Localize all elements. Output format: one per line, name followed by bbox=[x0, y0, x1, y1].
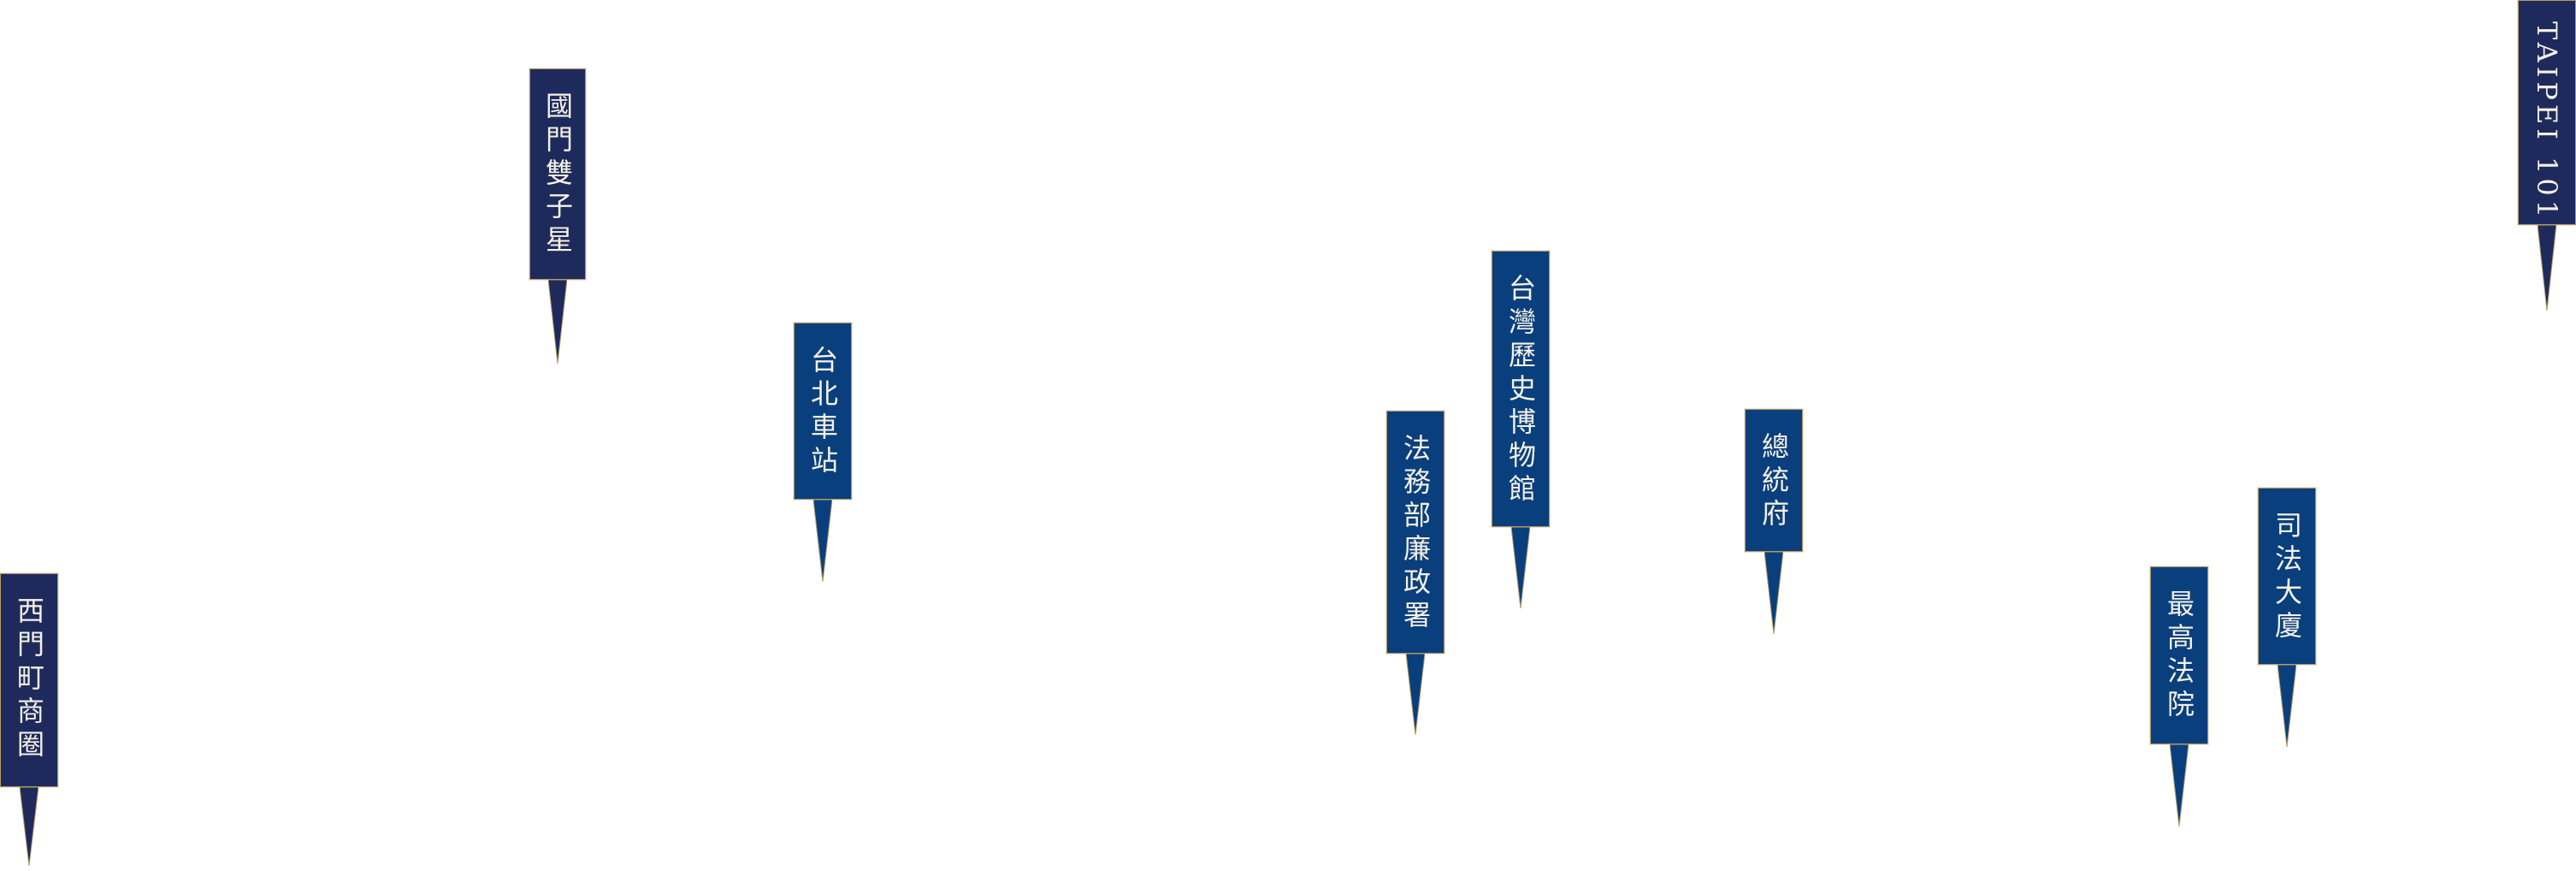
marker-label: 台灣歷史博物館 bbox=[1504, 274, 1537, 507]
marker-flag: 國門雙子星 bbox=[529, 68, 586, 280]
pin-spike-icon bbox=[2278, 665, 2296, 747]
pin-spike-icon bbox=[2170, 744, 2189, 827]
pin-spike-icon bbox=[20, 787, 38, 866]
marker-label: 總統府 bbox=[1758, 432, 1790, 532]
marker-flag: TAIPEI 101 bbox=[2518, 0, 2576, 225]
marker-label: 法務部廉政署 bbox=[1399, 434, 1432, 634]
marker-label: 國門雙子星 bbox=[541, 92, 574, 258]
pin-spike-icon bbox=[1511, 527, 1530, 608]
marker-label: TAIPEI 101 bbox=[2531, 21, 2563, 222]
marker-flag: 最高法院 bbox=[2150, 566, 2208, 744]
marker-taipei-station[interactable]: 台北車站 bbox=[794, 323, 852, 582]
marker-taipei-101[interactable]: TAIPEI 101 bbox=[2518, 0, 2576, 311]
marker-flag: 台灣歷史博物館 bbox=[1492, 251, 1550, 527]
marker-ximending[interactable]: 西門町商圈 bbox=[0, 573, 58, 866]
marker-supreme-court[interactable]: 最高法院 bbox=[2150, 566, 2208, 827]
marker-flag: 司法大廈 bbox=[2258, 488, 2316, 665]
pin-spike-icon bbox=[548, 280, 567, 364]
pin-spike-icon bbox=[1764, 552, 1783, 634]
marker-guomen[interactable]: 國門雙子星 bbox=[529, 68, 586, 364]
pin-spike-icon bbox=[813, 500, 832, 582]
marker-label: 台北車站 bbox=[806, 346, 839, 479]
marker-label: 司法大廈 bbox=[2271, 511, 2303, 644]
marker-anti-corruption[interactable]: 法務部廉政署 bbox=[1386, 411, 1445, 735]
marker-judicial-building[interactable]: 司法大廈 bbox=[2258, 488, 2316, 747]
marker-presidential-office[interactable]: 總統府 bbox=[1745, 409, 1803, 634]
marker-label: 西門町商圈 bbox=[13, 596, 45, 763]
marker-flag: 法務部廉政署 bbox=[1386, 411, 1445, 654]
marker-flag: 台北車站 bbox=[794, 323, 852, 500]
marker-flag: 總統府 bbox=[1745, 409, 1803, 552]
marker-flag: 西門町商圈 bbox=[0, 573, 58, 787]
marker-history-museum[interactable]: 台灣歷史博物館 bbox=[1492, 251, 1550, 608]
pin-spike-icon bbox=[2538, 225, 2556, 311]
marker-label: 最高法院 bbox=[2163, 590, 2195, 723]
pin-spike-icon bbox=[1406, 654, 1425, 735]
